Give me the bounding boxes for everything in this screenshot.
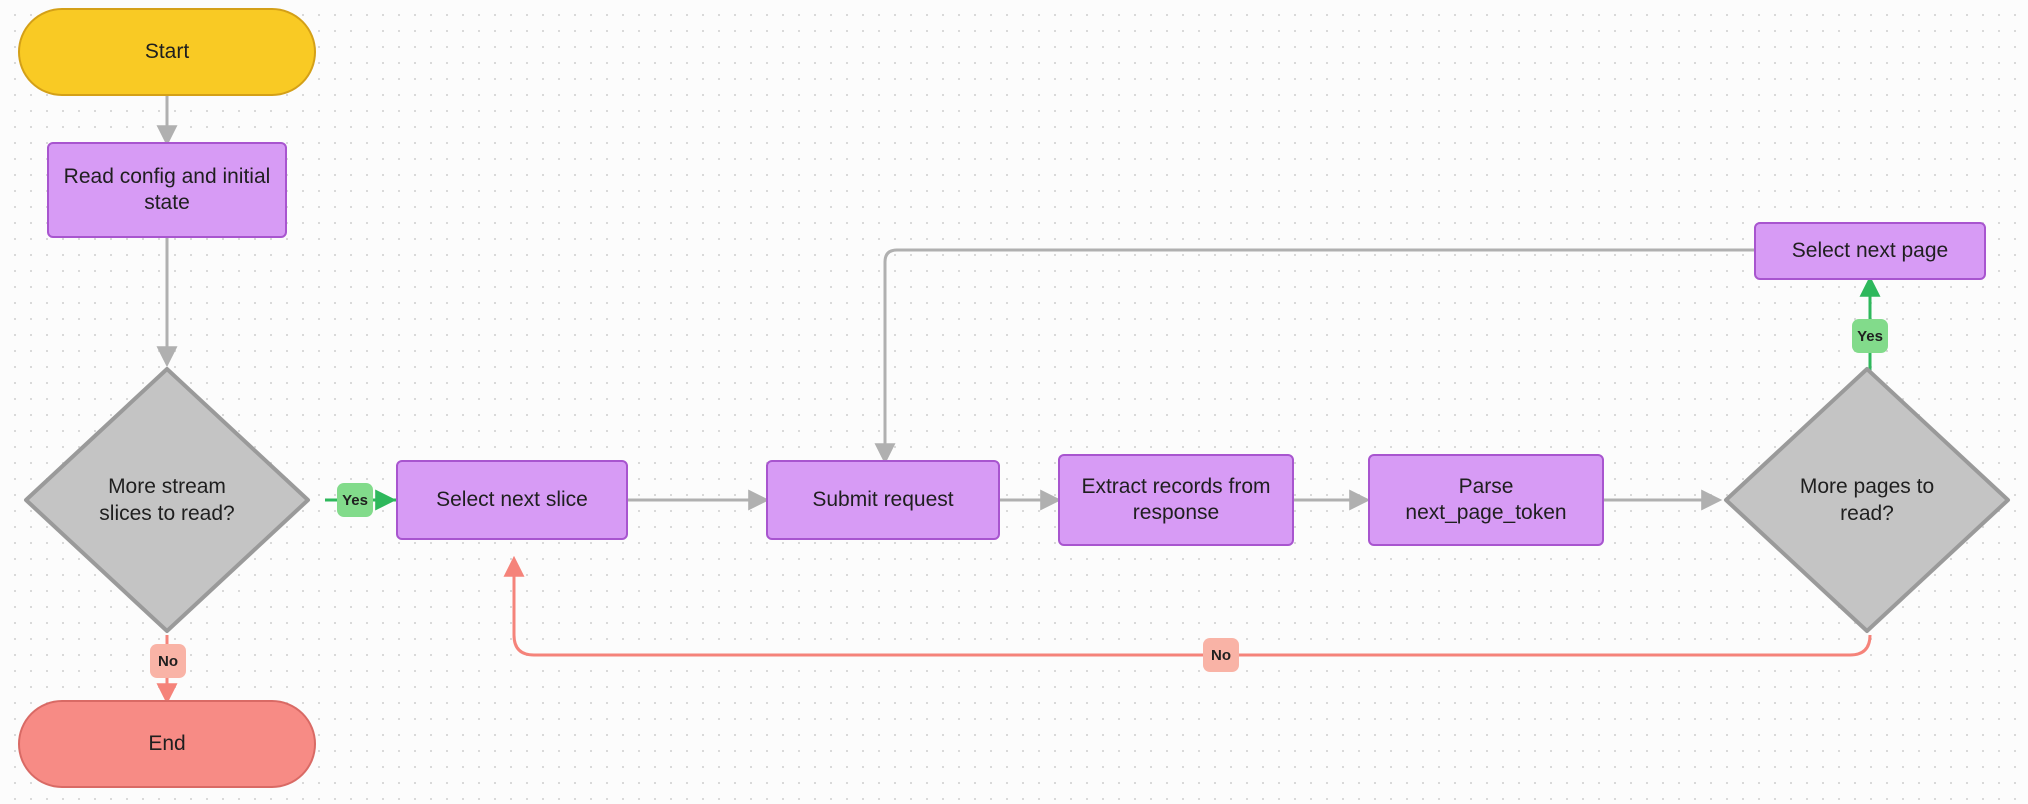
node-select-next-slice-label: Select next slice <box>436 487 588 511</box>
node-parse-next-page-token[interactable]: Parse next_page_token <box>1368 454 1604 546</box>
edge-label-slices-yes[interactable]: Yes <box>337 483 373 517</box>
node-end[interactable]: End <box>18 700 316 788</box>
node-select-next-slice[interactable]: Select next slice <box>396 460 628 540</box>
node-start[interactable]: Start <box>18 8 316 96</box>
node-select-next-page[interactable]: Select next page <box>1754 222 1986 280</box>
node-more-pages-label: More pages to read? <box>1799 474 1935 525</box>
edge-more-pages-no-loop <box>503 555 1872 657</box>
node-submit-request[interactable]: Submit request <box>766 460 1000 540</box>
edge-label-slices-no[interactable]: No <box>150 644 186 678</box>
edge-label-pages-yes[interactable]: Yes <box>1852 319 1888 353</box>
node-extract-records[interactable]: Extract records from response <box>1058 454 1294 546</box>
node-select-next-page-label: Select next page <box>1791 238 1949 262</box>
diamond-shape-more-pages <box>1724 367 2010 633</box>
edge-select-page-to-submit-feedback <box>874 248 1754 465</box>
edge-label-pages-yes-text: Yes <box>1857 327 1883 345</box>
edge-label-slices-no-text: No <box>158 652 178 670</box>
node-extract-records-label: Extract records from response <box>1081 474 1271 524</box>
node-more-stream-slices[interactable]: More stream slices to read? <box>22 365 312 635</box>
diamond-shape-more-stream-slices <box>24 367 310 633</box>
node-read-config[interactable]: Read config and initial state <box>47 142 287 238</box>
edge-label-pages-no-text: No <box>1211 646 1231 664</box>
node-parse-next-page-token-label: Parse next_page_token <box>1405 474 1567 524</box>
edge-label-pages-no[interactable]: No <box>1203 638 1239 672</box>
node-read-config-label: Read config and initial state <box>63 164 271 214</box>
edge-label-slices-yes-text: Yes <box>342 491 368 509</box>
node-start-label: Start <box>144 39 190 63</box>
node-end-label: End <box>148 731 186 755</box>
node-more-pages[interactable]: More pages to read? <box>1722 365 2012 635</box>
node-submit-request-label: Submit request <box>812 487 954 511</box>
node-more-stream-slices-label: More stream slices to read? <box>99 474 235 525</box>
